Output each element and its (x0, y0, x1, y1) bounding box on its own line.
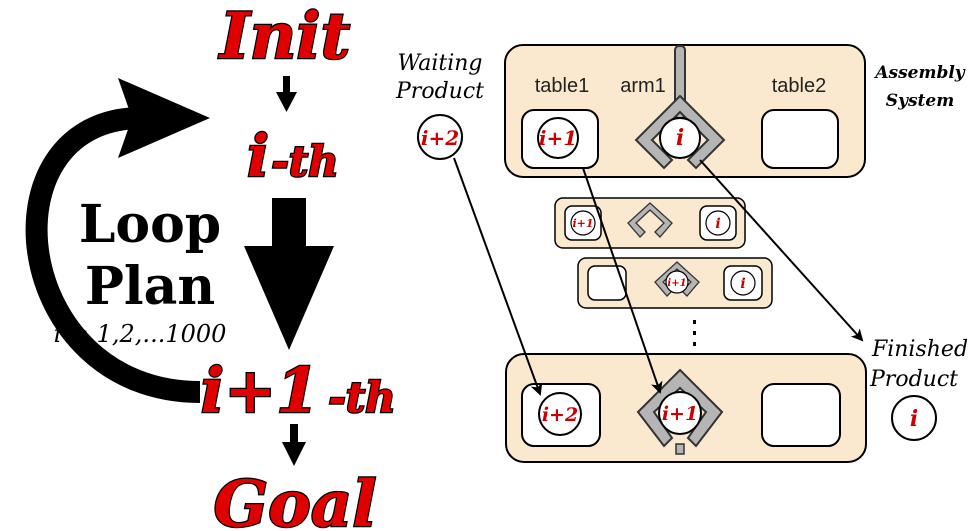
system-panel-mid2: i+1 i (577, 257, 773, 309)
svg-text:Product: Product (395, 79, 484, 104)
svg-text:i: i (740, 276, 745, 292)
arrow-arm-to-finished (699, 159, 864, 342)
gripper-arm-top: i (634, 45, 726, 170)
loop-back-arrow (25, 78, 210, 403)
system-title-line1: Assembly (873, 63, 965, 83)
arrow-table1-to-arm (582, 167, 663, 394)
top-table1-product: i+1 (539, 126, 577, 150)
finished-product-id: i (910, 406, 918, 432)
svg-text:i+1: i+1 (572, 217, 593, 230)
bottom-table1-product: i+2 (542, 404, 578, 426)
svg-text:i: i (247, 122, 269, 190)
system-panel-top: table1 arm1 table2 i+1 i (504, 44, 866, 178)
table1-label: table1 (535, 75, 590, 97)
range-label: i = 1,2,...1000 (54, 320, 227, 348)
system-title-line2: System (886, 91, 954, 111)
goal-label: Goal (213, 467, 376, 531)
next-label: i+1 -th (199, 353, 397, 429)
table2-label: table2 (772, 75, 827, 97)
top-arm-product: i (676, 125, 684, 151)
system-panel-bottom: i+2 i+1 (505, 353, 867, 463)
loop-plan: Init i -th Loop Plan i = 1,2,...1000 i+1… (25, 0, 397, 531)
ith-label: i -th (246, 121, 340, 192)
arrow-init-to-ith (276, 76, 297, 112)
svg-text:-th: -th (328, 373, 395, 422)
arrow-waiting-to-table1 (453, 157, 543, 396)
finished-product: Finished Product i (869, 337, 968, 441)
arm1-label: arm1 (620, 75, 666, 97)
init-label: Init (218, 0, 350, 74)
svg-text:Waiting: Waiting (398, 51, 483, 76)
ellipsis-dots (693, 320, 696, 346)
loop-label: Loop (79, 194, 221, 255)
svg-text:Finished: Finished (871, 337, 968, 362)
big-down-arrow (244, 198, 334, 350)
arrow-next-to-goal (282, 424, 306, 466)
svg-text:Product: Product (869, 367, 958, 392)
gripper-arm-bottom: i+1 (636, 368, 724, 455)
system-panel-mid1: i+1 i (554, 197, 746, 249)
flow-arrows (453, 157, 864, 396)
svg-text:i+1: i+1 (201, 354, 320, 427)
table2-slot (761, 109, 839, 169)
waiting-product: Waiting Product i+2 (395, 51, 484, 160)
plan-label: Plan (85, 256, 215, 317)
svg-text:i+1: i+1 (667, 278, 686, 289)
svg-text:-th: -th (271, 137, 338, 186)
bottom-arm-product: i+1 (662, 403, 698, 425)
svg-text:i: i (715, 216, 720, 232)
waiting-product-id: i+2 (421, 126, 459, 150)
